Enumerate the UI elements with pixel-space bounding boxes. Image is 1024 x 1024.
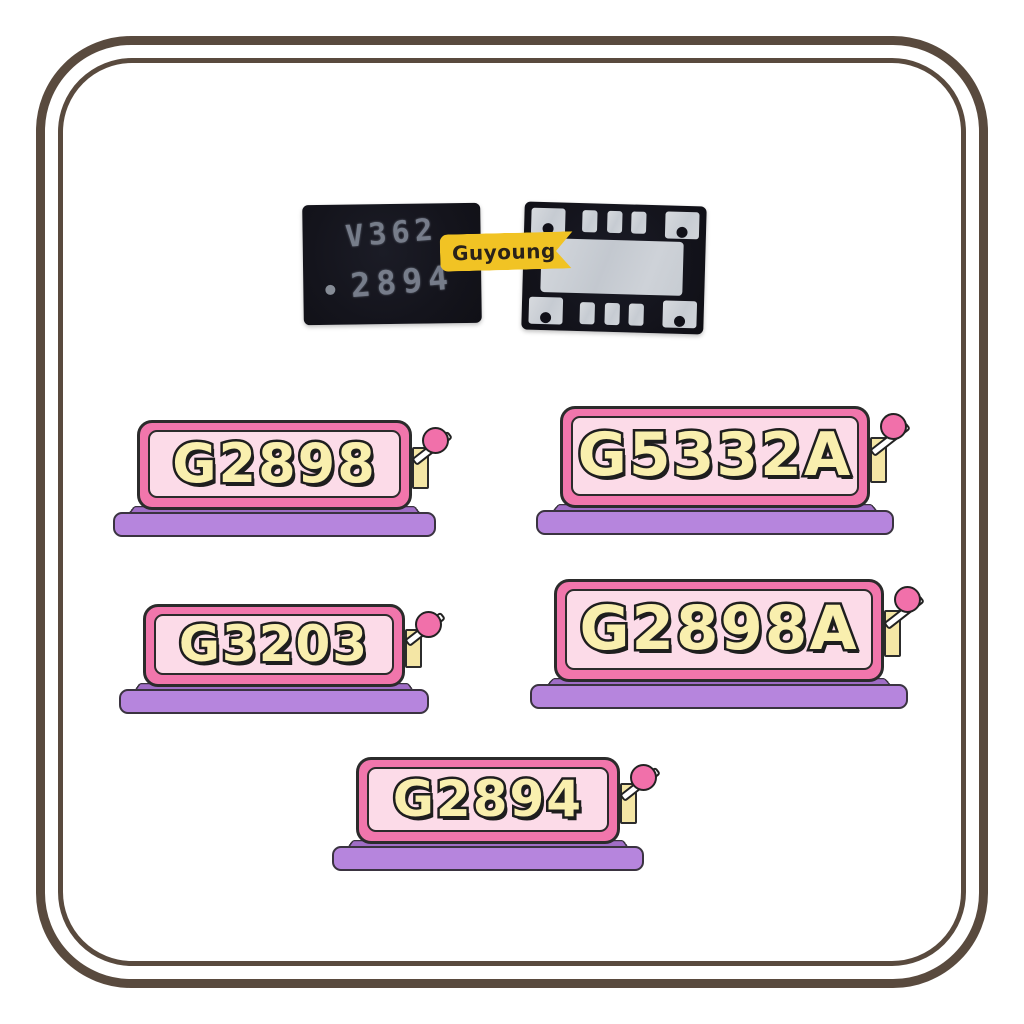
brand-name: Guyoung	[451, 238, 557, 265]
sign-base	[536, 510, 894, 535]
chip-pad	[631, 211, 647, 234]
part-number-label: G2898A	[577, 591, 859, 667]
chip-pad	[579, 302, 596, 325]
sign-frame: G5332A	[560, 406, 870, 508]
sign-base	[119, 689, 429, 714]
chip-pad	[530, 207, 566, 236]
sign-panel: G2898	[148, 429, 401, 498]
part-sign-g2894: G2894	[332, 757, 662, 871]
decorative-frame-outer	[36, 36, 988, 988]
part-number-label: G3203	[176, 612, 370, 675]
sign-base	[530, 684, 908, 709]
sign-frame: G2898A	[554, 579, 884, 682]
lever-ball-icon	[880, 413, 907, 440]
lever-ball-icon	[422, 427, 449, 454]
part-sign-g5332a: G5332A	[536, 406, 912, 535]
part-number-label: G2894	[390, 767, 584, 830]
chip-pad	[606, 210, 623, 234]
sign-frame: G2898	[137, 420, 412, 510]
decorative-frame-inner	[58, 58, 966, 966]
part-sign-g2898a: G2898A	[530, 579, 926, 709]
sign-frame: G3203	[143, 604, 405, 687]
sign-panel: G2894	[367, 767, 609, 832]
lever-ball-icon	[415, 611, 442, 638]
chip-pad	[628, 303, 645, 326]
chip-pad	[582, 210, 598, 233]
sign-panel: G2898A	[565, 589, 873, 670]
chip-pad	[664, 211, 700, 240]
sign-panel: G5332A	[571, 416, 859, 496]
chip-pad	[662, 300, 698, 329]
lever-ball-icon	[894, 586, 921, 613]
part-sign-g2898: G2898	[113, 420, 454, 537]
part-number-label: G5332A	[575, 418, 853, 493]
sign-base	[113, 512, 436, 537]
lever-ball-icon	[630, 764, 657, 791]
chip-pad	[604, 302, 620, 326]
brand-ribbon: Guyoung	[440, 231, 574, 271]
pin1-dot	[325, 284, 336, 295]
sign-panel: G3203	[154, 612, 394, 675]
sign-base	[332, 846, 644, 871]
part-sign-g3203: G3203	[119, 604, 447, 714]
chip-pad	[528, 296, 564, 325]
sign-frame: G2894	[356, 757, 620, 844]
part-number-label: G2898	[170, 429, 378, 497]
